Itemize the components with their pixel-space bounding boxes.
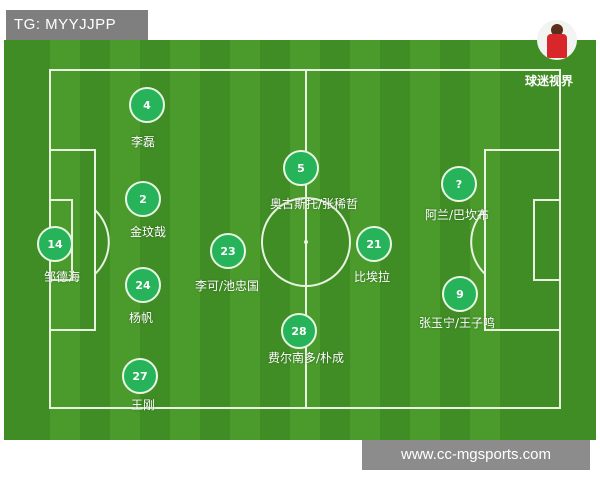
player-marker[interactable]: 5	[283, 150, 319, 186]
right-goal-box	[533, 199, 561, 281]
avatar-head	[551, 24, 563, 36]
player-name: 奥古斯托/张稀哲	[269, 197, 359, 211]
player-marker[interactable]: 27	[122, 358, 158, 394]
channel-tag: TG: MYYJJPP	[6, 10, 148, 40]
right-penalty-arc	[470, 209, 486, 275]
avatar-shirt	[547, 34, 567, 58]
player-marker[interactable]: 2	[125, 181, 161, 217]
player-name: 张玉宁/王子鸣	[418, 316, 496, 330]
pitch-stripe	[170, 40, 200, 440]
player-name: 比埃拉	[353, 270, 391, 284]
player-name: 阿兰/巴坎布	[424, 208, 490, 222]
player-marker[interactable]: 21	[356, 226, 392, 262]
player-name: 李可/池忠国	[194, 279, 260, 293]
player-name: 杨帆	[128, 311, 154, 325]
player-marker[interactable]: 24	[125, 267, 161, 303]
player-name: 王刚	[130, 398, 156, 412]
player-marker[interactable]: 28	[281, 313, 317, 349]
player-marker[interactable]: 4	[129, 87, 165, 123]
player-avatar-icon	[537, 20, 577, 60]
right-penalty-box	[484, 149, 561, 331]
watermark: www.cc-mgsports.com	[362, 440, 590, 470]
football-pitch	[4, 40, 596, 440]
left-penalty-arc	[94, 209, 110, 275]
player-marker[interactable]: 9	[442, 276, 478, 312]
pitch-stripe	[410, 40, 440, 440]
player-name: 金玟哉	[129, 225, 167, 239]
player-name: 邹德海	[43, 270, 81, 284]
player-marker[interactable]: ?	[441, 166, 477, 202]
player-marker[interactable]: 14	[37, 226, 73, 262]
player-name: 李磊	[130, 135, 156, 149]
pitch-markings	[49, 69, 561, 409]
logo-label: 球迷视界	[525, 74, 574, 88]
player-marker[interactable]: 23	[210, 233, 246, 269]
center-circle	[261, 197, 351, 287]
center-spot	[304, 240, 308, 244]
player-name: 费尔南多/朴成	[267, 351, 345, 365]
